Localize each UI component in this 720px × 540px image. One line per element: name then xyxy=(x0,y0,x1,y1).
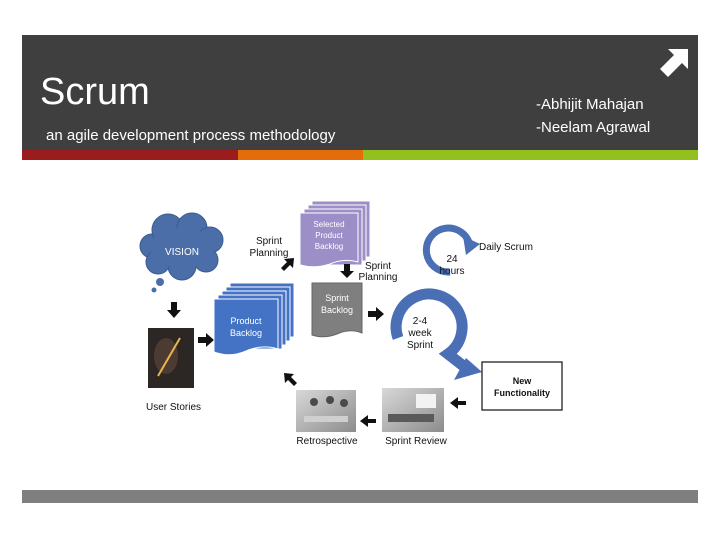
slide-title: Scrum xyxy=(40,71,150,113)
sprint-planning-2-label-2: Planning xyxy=(359,272,398,283)
retrospective-photo xyxy=(296,390,356,432)
daily-scrum-cycle-arrow xyxy=(422,224,480,276)
selected-backlog-label-3: Backlog xyxy=(315,242,343,251)
accent-band-orange xyxy=(238,150,363,160)
week-sprint-label-3: Sprint xyxy=(407,340,433,351)
sprint-review-photo xyxy=(382,388,444,432)
product-backlog-label-1: Product xyxy=(230,316,262,326)
new-functionality-box: New Functionality xyxy=(481,361,563,411)
week-sprint-label-1: 2-4 xyxy=(413,316,428,327)
sprint-planning-2-label-1: Sprint xyxy=(365,261,391,272)
daily-scrum-label: Daily Scrum xyxy=(479,242,533,253)
arrow-retrospective-to-backlog xyxy=(284,373,297,386)
product-backlog-label-2: Backlog xyxy=(230,328,262,338)
footer-bar xyxy=(22,490,698,503)
sprint-review-label: Sprint Review xyxy=(385,436,447,447)
arrow-review-to-retrospective xyxy=(360,415,376,427)
slide-header: Scrum an agile development process metho… xyxy=(22,35,698,150)
user-stories-label: User Stories xyxy=(146,402,201,413)
arrow-vision-to-stories xyxy=(167,302,181,318)
arrow-stories-to-backlog xyxy=(198,333,214,347)
sprint-planning-label-2: Planning xyxy=(250,248,289,259)
accent-band-green xyxy=(363,150,698,160)
selected-backlog-stack: Selected Product Backlog xyxy=(299,200,371,268)
arrow-backlog-to-selected xyxy=(281,258,294,271)
vision-label: VISION xyxy=(165,247,199,258)
sprint-backlog-doc: Sprint Backlog xyxy=(311,282,363,338)
selected-backlog-label-1: Selected xyxy=(313,220,344,229)
arrow-sprint-backlog-to-sprint xyxy=(368,307,384,321)
arrow-functionality-to-review xyxy=(450,397,466,409)
retrospective-label: Retrospective xyxy=(296,436,358,447)
scrum-diagram: VISION User Stories Product Backlog Spri… xyxy=(139,200,563,447)
vision-cloud: VISION xyxy=(139,212,224,293)
user-stories-photo xyxy=(148,328,194,388)
sprint-backlog-label-1: Sprint xyxy=(325,293,349,303)
sprint-cycle-arrow xyxy=(390,288,482,380)
author-2: -Neelam Agrawal xyxy=(536,119,651,136)
hours-label-1: 24 xyxy=(446,254,458,265)
arrow-selected-to-sprint-backlog xyxy=(340,264,354,278)
authors: -Abhijit Mahajan -Neelam Agrawal xyxy=(536,93,650,139)
arrow-up-right-icon xyxy=(660,49,688,77)
accent-band-red xyxy=(22,150,238,160)
sprint-backlog-label-2: Backlog xyxy=(321,305,353,315)
new-functionality-label-1: New xyxy=(513,376,533,386)
product-backlog-stack: Product Backlog xyxy=(213,282,295,356)
author-1: -Abhijit Mahajan xyxy=(536,96,644,113)
sprint-planning-label-1: Sprint xyxy=(256,236,282,247)
slide-subtitle: an agile development process methodology xyxy=(46,127,336,144)
new-functionality-label-2: Functionality xyxy=(494,388,550,398)
selected-backlog-label-2: Product xyxy=(315,231,343,240)
hours-label-2: hours xyxy=(439,266,464,277)
week-sprint-label-2: week xyxy=(407,328,432,339)
